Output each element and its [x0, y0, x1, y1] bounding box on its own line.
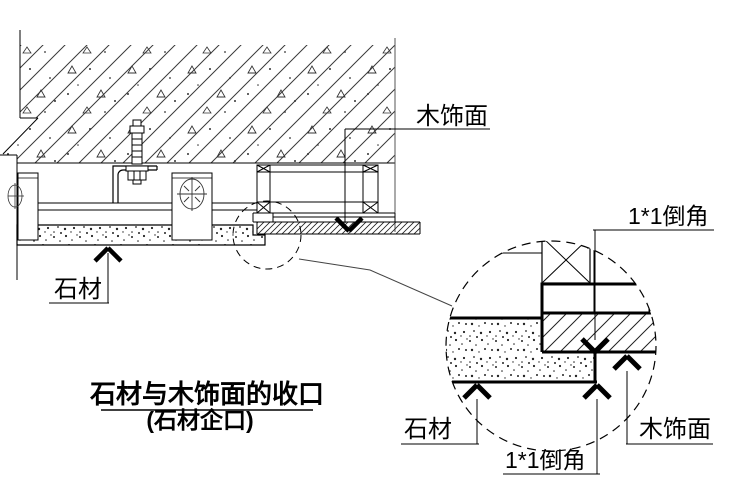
- arrow-up-icon: [612, 354, 642, 371]
- detail-circle: [445, 240, 657, 452]
- detail-batten: [541, 241, 591, 284]
- detail-stone: [446, 318, 595, 382]
- drawing-subtitle: (石材企口): [146, 407, 253, 433]
- detail-content: [446, 241, 656, 384]
- label-wood-veneer-main: 木饰面: [416, 103, 488, 130]
- adjust-slot-right: [177, 177, 207, 211]
- callout-chamfer-top: 1*1倒角: [580, 203, 714, 354]
- anchor-plate-right: [171, 172, 213, 241]
- concrete-slab: [3, 45, 395, 163]
- callout-chamfer-bottom: 1*1倒角: [503, 383, 612, 475]
- detail-keel: [540, 282, 652, 315]
- base-board: [252, 212, 396, 222]
- adjust-slot-left: [7, 183, 24, 209]
- title-block: 石材与木饰面的收口 (石材企口): [89, 379, 324, 433]
- detail-pointer-line: [298, 258, 453, 307]
- arrow-up-icon: [582, 383, 612, 400]
- anchor-plate-left: [7, 172, 39, 241]
- batten-cross-sections: [256, 164, 379, 214]
- arrow-up-icon: [93, 246, 123, 263]
- arrow-down-icon: [580, 337, 610, 354]
- callout-wood-veneer-detail: 木饰面: [612, 354, 713, 445]
- label-chamfer-bottom: 1*1倒角: [505, 447, 586, 473]
- arrow-down-icon: [334, 216, 364, 233]
- label-chamfer-top: 1*1倒角: [628, 203, 709, 229]
- label-stone-main: 石材: [54, 276, 102, 303]
- callout-wood-veneer-main: 木饰面: [334, 103, 490, 233]
- expansion-bolt: [125, 119, 149, 185]
- wood-frame: [256, 164, 379, 214]
- detail-profile-lines: [446, 311, 656, 384]
- label-stone-detail: 石材: [404, 416, 452, 443]
- stone-keel-lines: [17, 202, 257, 211]
- wood-veneer-main: [253, 221, 421, 235]
- wall-cut-edges: [0, 30, 39, 280]
- arrow-up-icon: [462, 383, 492, 400]
- label-wood-veneer-detail: 木饰面: [639, 416, 711, 443]
- stone-panel-main: [16, 224, 266, 246]
- callout-stone-detail: 石材: [401, 383, 492, 445]
- drawing-title: 石材与木饰面的收口: [89, 379, 324, 409]
- callout-stone-main: 石材: [49, 246, 123, 304]
- detail-bubble-small: [232, 200, 302, 270]
